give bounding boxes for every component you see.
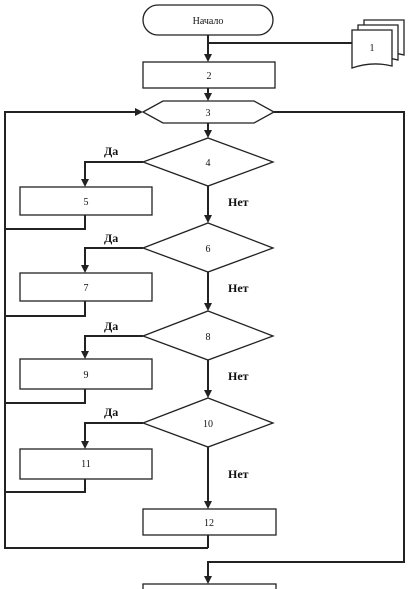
line-11-return [5,479,86,493]
loop-3-label: 3 [206,108,211,119]
loop-exit-line [204,111,405,584]
line-5-return [5,215,86,230]
process-12-label: 12 [204,518,214,529]
process-2-label: 2 [207,71,212,82]
end-block-partial [142,583,277,589]
decision-10: 10 [141,397,275,448]
decision-4: 4 [141,137,275,187]
decision-4-label: 4 [206,158,211,169]
document-label: 1 [370,43,375,54]
process-9-label: 9 [84,370,89,381]
decision-4-no-label: Нет [228,195,249,209]
arrow-4-yes [81,161,143,187]
process-5-label: 5 [84,197,89,208]
start-label: Начало [193,16,224,27]
process-5: 5 [19,186,153,216]
process-11-label: 11 [81,459,91,470]
line-9-return [5,389,86,404]
decision-8-yes-label: Да [104,319,118,333]
process-7-label: 7 [84,283,89,294]
decision-6-label: 6 [206,244,211,255]
loop-3: 3 [141,100,276,124]
arrow-6-yes [81,247,143,273]
document-1: 1 [351,19,405,69]
decision-8: 8 [141,310,275,361]
decision-10-label: 10 [203,419,213,430]
decision-6: 6 [141,222,275,273]
decision-10-no-label: Нет [228,467,249,481]
decision-8-no-label: Нет [228,369,249,383]
decision-8-label: 8 [206,332,211,343]
process-11: 11 [19,448,153,480]
arrow-8-yes [81,335,143,359]
loop-back-line [4,108,208,549]
decision-10-yes-label: Да [104,405,118,419]
process-2: 2 [142,61,276,89]
process-9: 9 [19,358,153,390]
process-7: 7 [19,272,153,302]
process-12: 12 [142,508,277,536]
decision-6-yes-label: Да [104,231,118,245]
line-7-return [5,301,86,317]
arrow-10-yes [81,422,143,449]
decision-6-no-label: Нет [228,281,249,295]
start-terminal: Начало [142,4,274,36]
decision-4-yes-label: Да [104,144,118,158]
